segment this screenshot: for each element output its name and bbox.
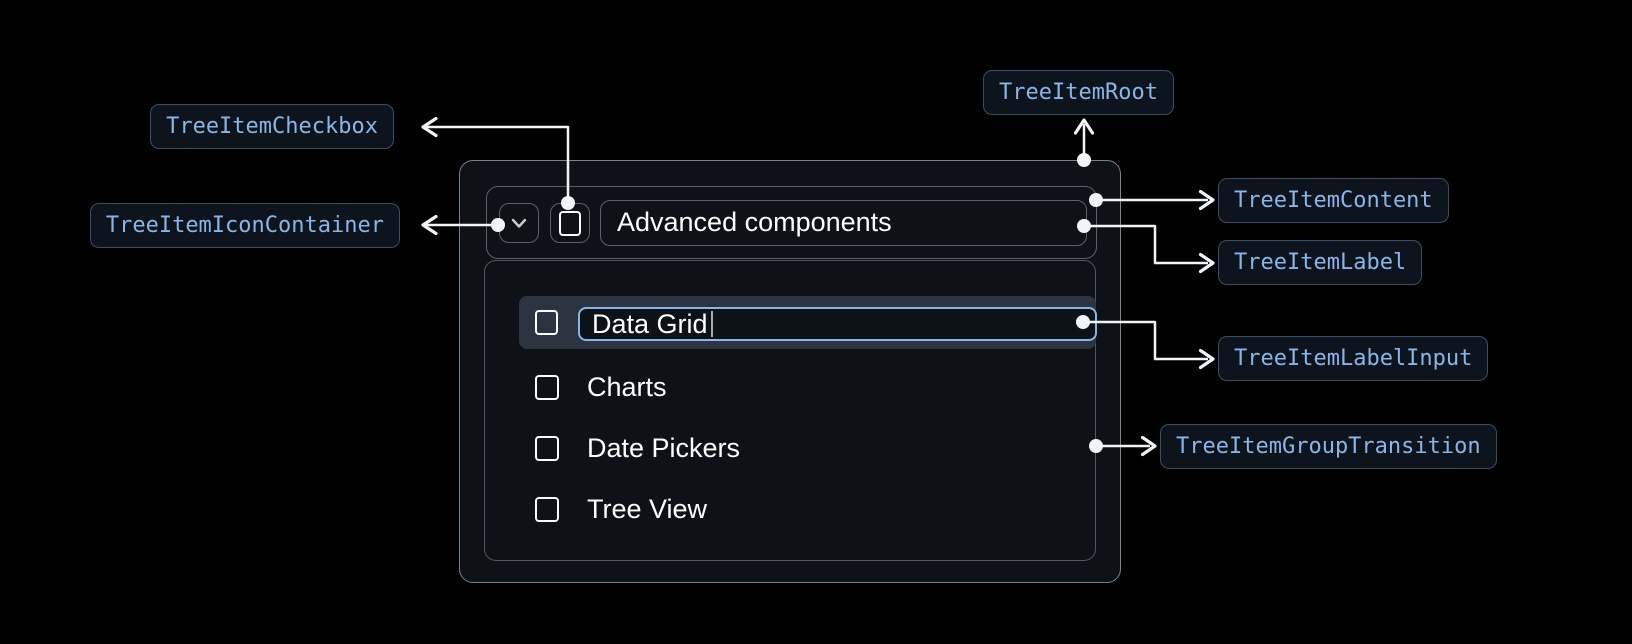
tree-row[interactable]: Tree View (485, 483, 1097, 536)
annotation-chip-tree-item-label: TreeItemLabel (1218, 240, 1423, 285)
annotation-chip-tree-item-group-transition: TreeItemGroupTransition (1160, 424, 1497, 469)
text-cursor (710, 311, 713, 337)
tree-row-editing[interactable]: Data Grid (519, 296, 1097, 349)
label-input-value: Data Grid (592, 309, 708, 339)
annotation-chip-tree-item-content: TreeItemContent (1218, 178, 1449, 223)
chevron-down-icon (511, 218, 527, 228)
checkbox-unchecked-icon[interactable] (535, 310, 558, 335)
annotation-chip-tree-item-root: TreeItemRoot (983, 70, 1174, 115)
tree-item-label-input[interactable]: Data Grid (578, 307, 1097, 341)
tree-item-label: Date Pickers (587, 433, 741, 463)
tree-item-group-transition: Data Grid Charts Date Pickers Tree View (484, 260, 1097, 561)
tree-item-content[interactable]: Advanced components (486, 186, 1097, 259)
checkbox-unchecked-icon[interactable] (535, 436, 559, 461)
annotation-chip-tree-item-icon-container: TreeItemIconContainer (89, 203, 400, 248)
checkbox-unchecked-icon[interactable] (535, 375, 559, 400)
annotation-chip-tree-item-label-input: TreeItemLabelInput (1218, 336, 1489, 381)
tree-row[interactable]: Charts (485, 361, 1097, 414)
annotation-chip-tree-item-checkbox: TreeItemCheckbox (150, 104, 394, 149)
tree-item-icon-container[interactable] (499, 203, 539, 243)
tree-item-root: Advanced components Data Grid Charts Dat… (459, 160, 1121, 583)
tree-item-label: Tree View (587, 494, 708, 524)
tree-item-label: Advanced components (600, 200, 1087, 246)
tree-row[interactable]: Date Pickers (485, 422, 1097, 475)
tree-item-label: Charts (587, 372, 667, 402)
tree-item-checkbox[interactable] (550, 203, 590, 243)
checkbox-unchecked-icon (559, 210, 581, 236)
checkbox-unchecked-icon[interactable] (535, 497, 559, 522)
